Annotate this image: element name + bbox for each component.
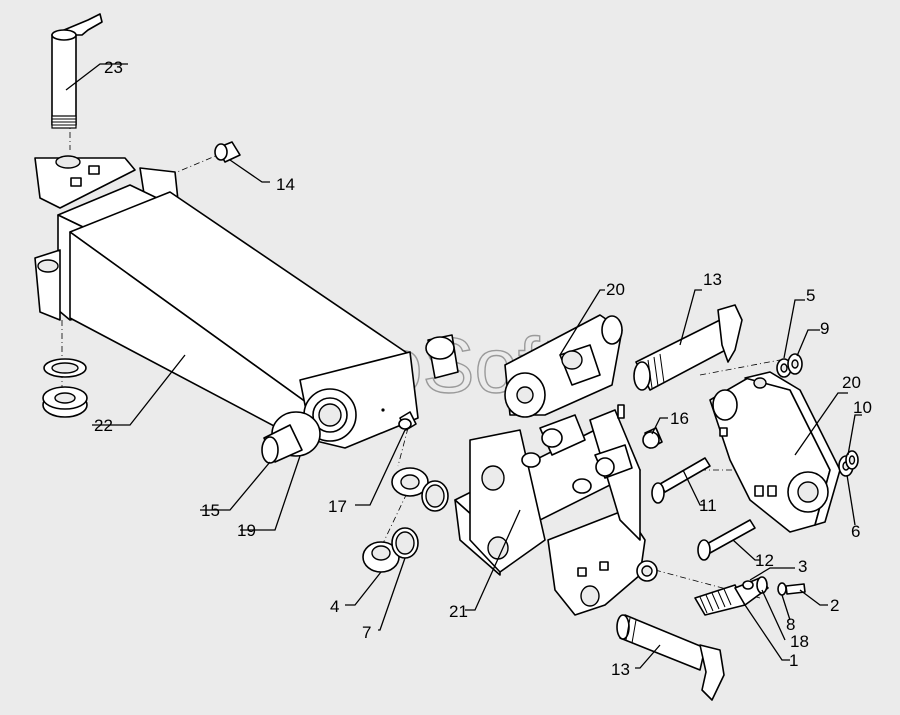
callout-3: 3 xyxy=(798,557,807,576)
part-21-frame xyxy=(454,404,658,616)
callout-19: 19 xyxy=(237,521,256,540)
callout-5: 5 xyxy=(806,286,815,305)
callout-2: 2 xyxy=(830,596,839,615)
callout-13-lower: 13 xyxy=(611,660,630,679)
callout-17: 17 xyxy=(328,497,347,516)
callout-12: 12 xyxy=(755,551,774,570)
callout-13-upper: 13 xyxy=(703,270,722,289)
part-12-bolt xyxy=(697,519,756,561)
callout-10: 10 xyxy=(853,398,872,417)
callout-18: 18 xyxy=(790,632,809,651)
callout-21: 21 xyxy=(449,602,468,621)
part-22-nut-washer xyxy=(42,358,88,418)
leader-lines xyxy=(65,63,862,669)
part-15-19-cap xyxy=(261,411,321,464)
part-13-pin-upper xyxy=(633,304,743,391)
callout-22: 22 xyxy=(94,416,113,435)
part-17-fitting xyxy=(398,411,417,431)
part-13-pin-lower xyxy=(616,614,725,701)
part-1-18-spring-pin xyxy=(694,576,806,616)
callout-8: 8 xyxy=(786,615,795,634)
callout-7: 7 xyxy=(362,623,371,642)
callout-20-left: 20 xyxy=(606,280,625,299)
callout-1: 1 xyxy=(789,651,798,670)
part-bushing-upper xyxy=(425,334,459,379)
callout-14: 14 xyxy=(276,175,295,194)
part-22-beam xyxy=(34,155,419,449)
callout-9: 9 xyxy=(820,319,829,338)
callout-11: 11 xyxy=(699,496,717,515)
part-20-plate-right xyxy=(709,371,841,533)
part-23-pin xyxy=(51,13,103,129)
part-4-7-nuts xyxy=(362,467,449,573)
part-14-bushing xyxy=(214,141,241,163)
callout-15: 15 xyxy=(201,501,220,520)
part-16-nut xyxy=(642,427,663,449)
callout-16: 16 xyxy=(670,409,689,428)
callout-4: 4 xyxy=(330,597,339,616)
callout-23: 23 xyxy=(104,58,123,77)
part-20-clevis-left xyxy=(504,314,623,418)
callout-20-right: 20 xyxy=(842,373,861,392)
callout-labels: 23 14 22 15 19 17 4 7 21 20 13 16 11 5 9… xyxy=(94,58,872,679)
part-5-9-10-6-washers xyxy=(776,353,859,477)
callout-6: 6 xyxy=(851,522,860,541)
